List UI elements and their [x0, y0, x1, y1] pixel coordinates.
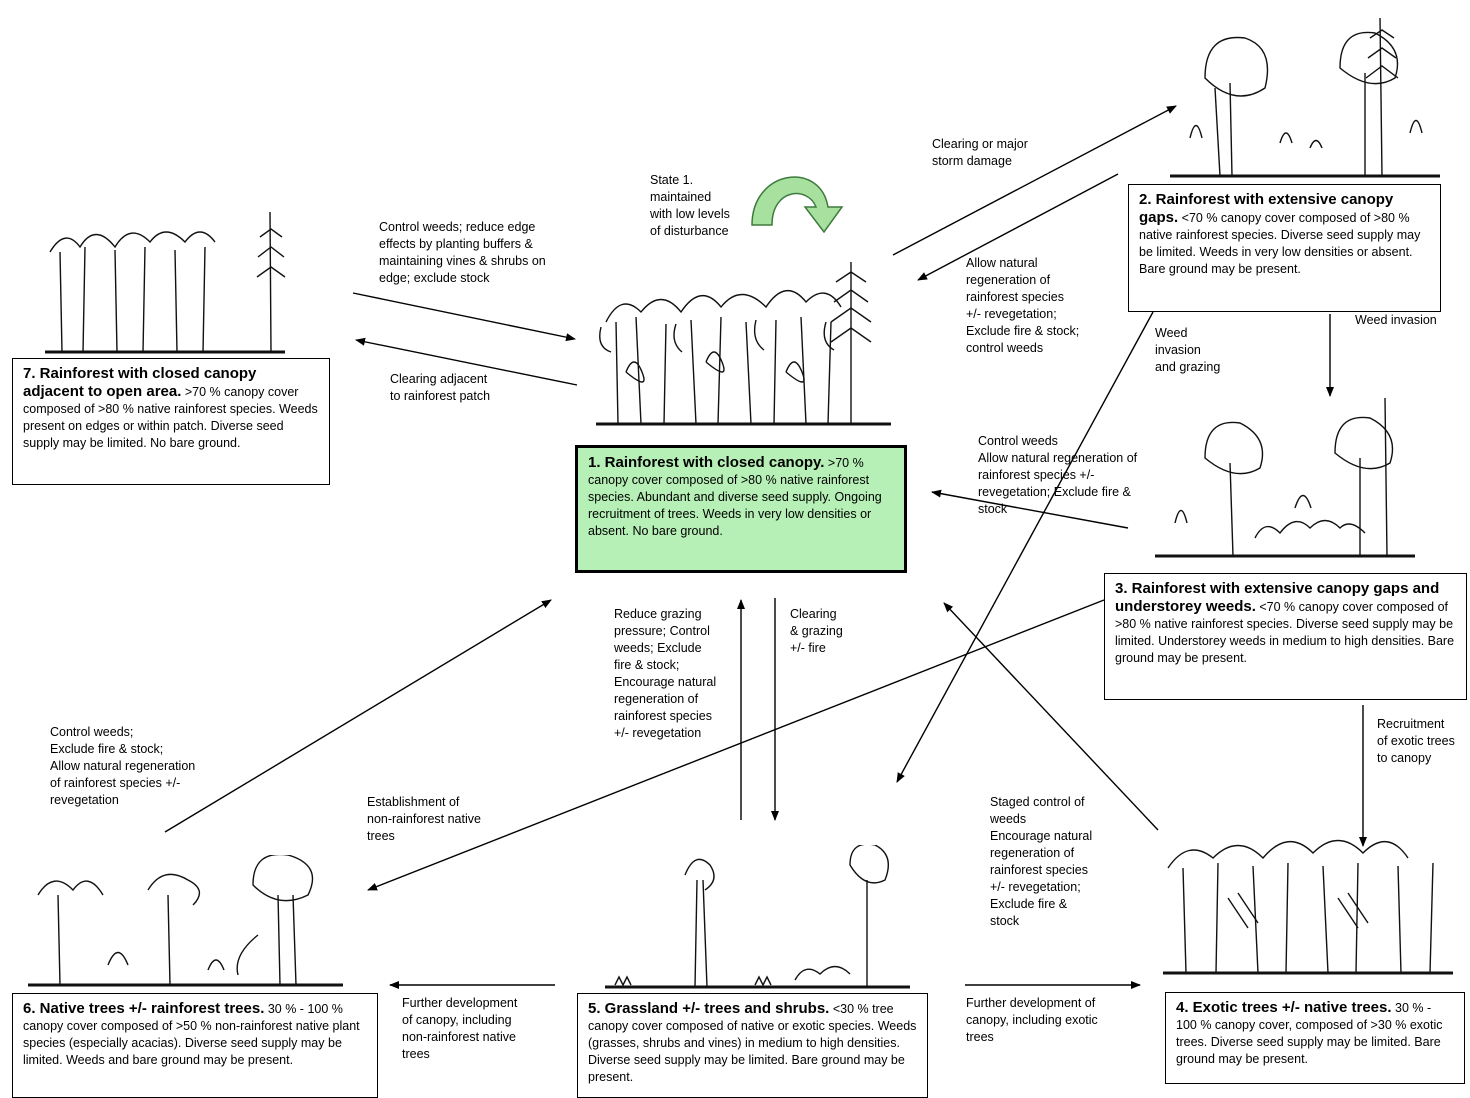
label-control-weeds-edge: Control weeds; reduce edge effects by pl… [379, 220, 546, 285]
label-state1-maintained: State 1. maintained with low levels of d… [650, 173, 730, 238]
label-clearing-major-storm: Clearing or major storm damage [932, 137, 1028, 168]
canopy-gaps-illustration [1170, 18, 1440, 178]
state-5-box: 5. Grassland +/- trees and shrubs. <30 %… [577, 993, 928, 1098]
arrow-6-to-1 [164, 599, 552, 833]
exotic-trees-illustration [1163, 839, 1453, 975]
label-staged-control: Staged control of weeds Encourage natura… [990, 795, 1093, 928]
state1-loop-arrow [751, 176, 844, 234]
state-7-description: >70 % canopy cover composed of >80 % nat… [23, 385, 318, 450]
arrow-2-to-1 [917, 173, 1119, 281]
label-reduce-grazing: Reduce grazing pressure; Control weeds; … [614, 607, 717, 740]
label-establishment-nonrainforest: Establishment of non-rainforest native t… [367, 795, 481, 843]
gaps-understorey-weeds-illustration [1155, 398, 1415, 558]
label-control-weeds-6to1: Control weeds; Exclude fire & stock; All… [50, 725, 196, 807]
state-3-box: 3. Rainforest with extensive canopy gaps… [1104, 573, 1467, 700]
native-trees-illustration [28, 855, 343, 987]
arrow-4-to-1 [943, 602, 1159, 831]
arrow-1-to-2 [892, 105, 1177, 256]
label-weed-invasion: Weed invasion [1355, 313, 1437, 327]
label-recruitment-exotic: Recruitment of exotic trees to canopy [1377, 717, 1455, 765]
state-5-description: <30 % tree canopy cover composed of nati… [588, 1002, 917, 1084]
arrow-1-to-7 [355, 337, 578, 386]
state-2-description: <70 % canopy cover composed of >80 % nat… [1139, 211, 1421, 276]
state-5-title: 5. Grassland +/- trees and shrubs. [588, 1000, 830, 1017]
label-clearing-adjacent: Clearing adjacent to rainforest patch [390, 372, 491, 403]
label-control-weeds-3to1: Control weeds Allow natural regeneration… [978, 434, 1138, 516]
state-4-description: 30 % - 100 % canopy cover, composed of >… [1176, 1001, 1443, 1066]
rainforest-adjacent-open-illustration [45, 212, 286, 354]
grassland-illustration [605, 845, 910, 989]
arrow-2-to-5 [896, 311, 1154, 783]
rainforest-closed-canopy-illustration [596, 262, 891, 426]
state-4-title: 4. Exotic trees +/- native trees. [1176, 999, 1392, 1016]
label-further-dev-exotic: Further development of canopy, including… [966, 996, 1098, 1044]
state-3-description: <70 % canopy cover composed of >80 % nat… [1115, 600, 1455, 665]
state-6-title: 6. Native trees +/- rainforest trees. [23, 1000, 265, 1017]
arrow-3-to-6 [367, 599, 1105, 891]
state-2-box: 2. Rainforest with extensive canopy gaps… [1128, 184, 1441, 312]
state-1-description: >70 % canopy cover composed of >80 % nat… [588, 456, 882, 538]
label-further-dev-nonrainforest: Further development of canopy, including… [402, 996, 518, 1061]
label-clearing-grazing-fire: Clearing & grazing +/- fire [790, 607, 843, 655]
state-6-box: 6. Native trees +/- rainforest trees. 30… [12, 993, 378, 1098]
state-7-box: 7. Rainforest with closed canopy adjacen… [12, 358, 330, 485]
state-3-title: 3. Rainforest with extensive canopy gaps… [1115, 580, 1440, 615]
state-7-title: 7. Rainforest with closed canopy adjacen… [23, 365, 257, 400]
label-allow-natural-regen-2to1: Allow natural regeneration of rainforest… [966, 256, 1080, 355]
arrow-3-to-1 [931, 489, 1129, 529]
state-4-box: 4. Exotic trees +/- native trees. 30 % -… [1165, 992, 1465, 1084]
state-2-title: 2. Rainforest with extensive canopy gaps… [1139, 191, 1394, 226]
state-6-description: 30 % - 100 % canopy cover composed of >5… [23, 1002, 360, 1067]
label-weed-invasion-grazing: Weed invasion and grazing [1155, 326, 1221, 374]
state-1-box: 1. Rainforest with closed canopy. >70 % … [575, 445, 907, 573]
arrow-7-to-1 [352, 292, 576, 342]
state-1-title: 1. Rainforest with closed canopy. [588, 454, 825, 471]
